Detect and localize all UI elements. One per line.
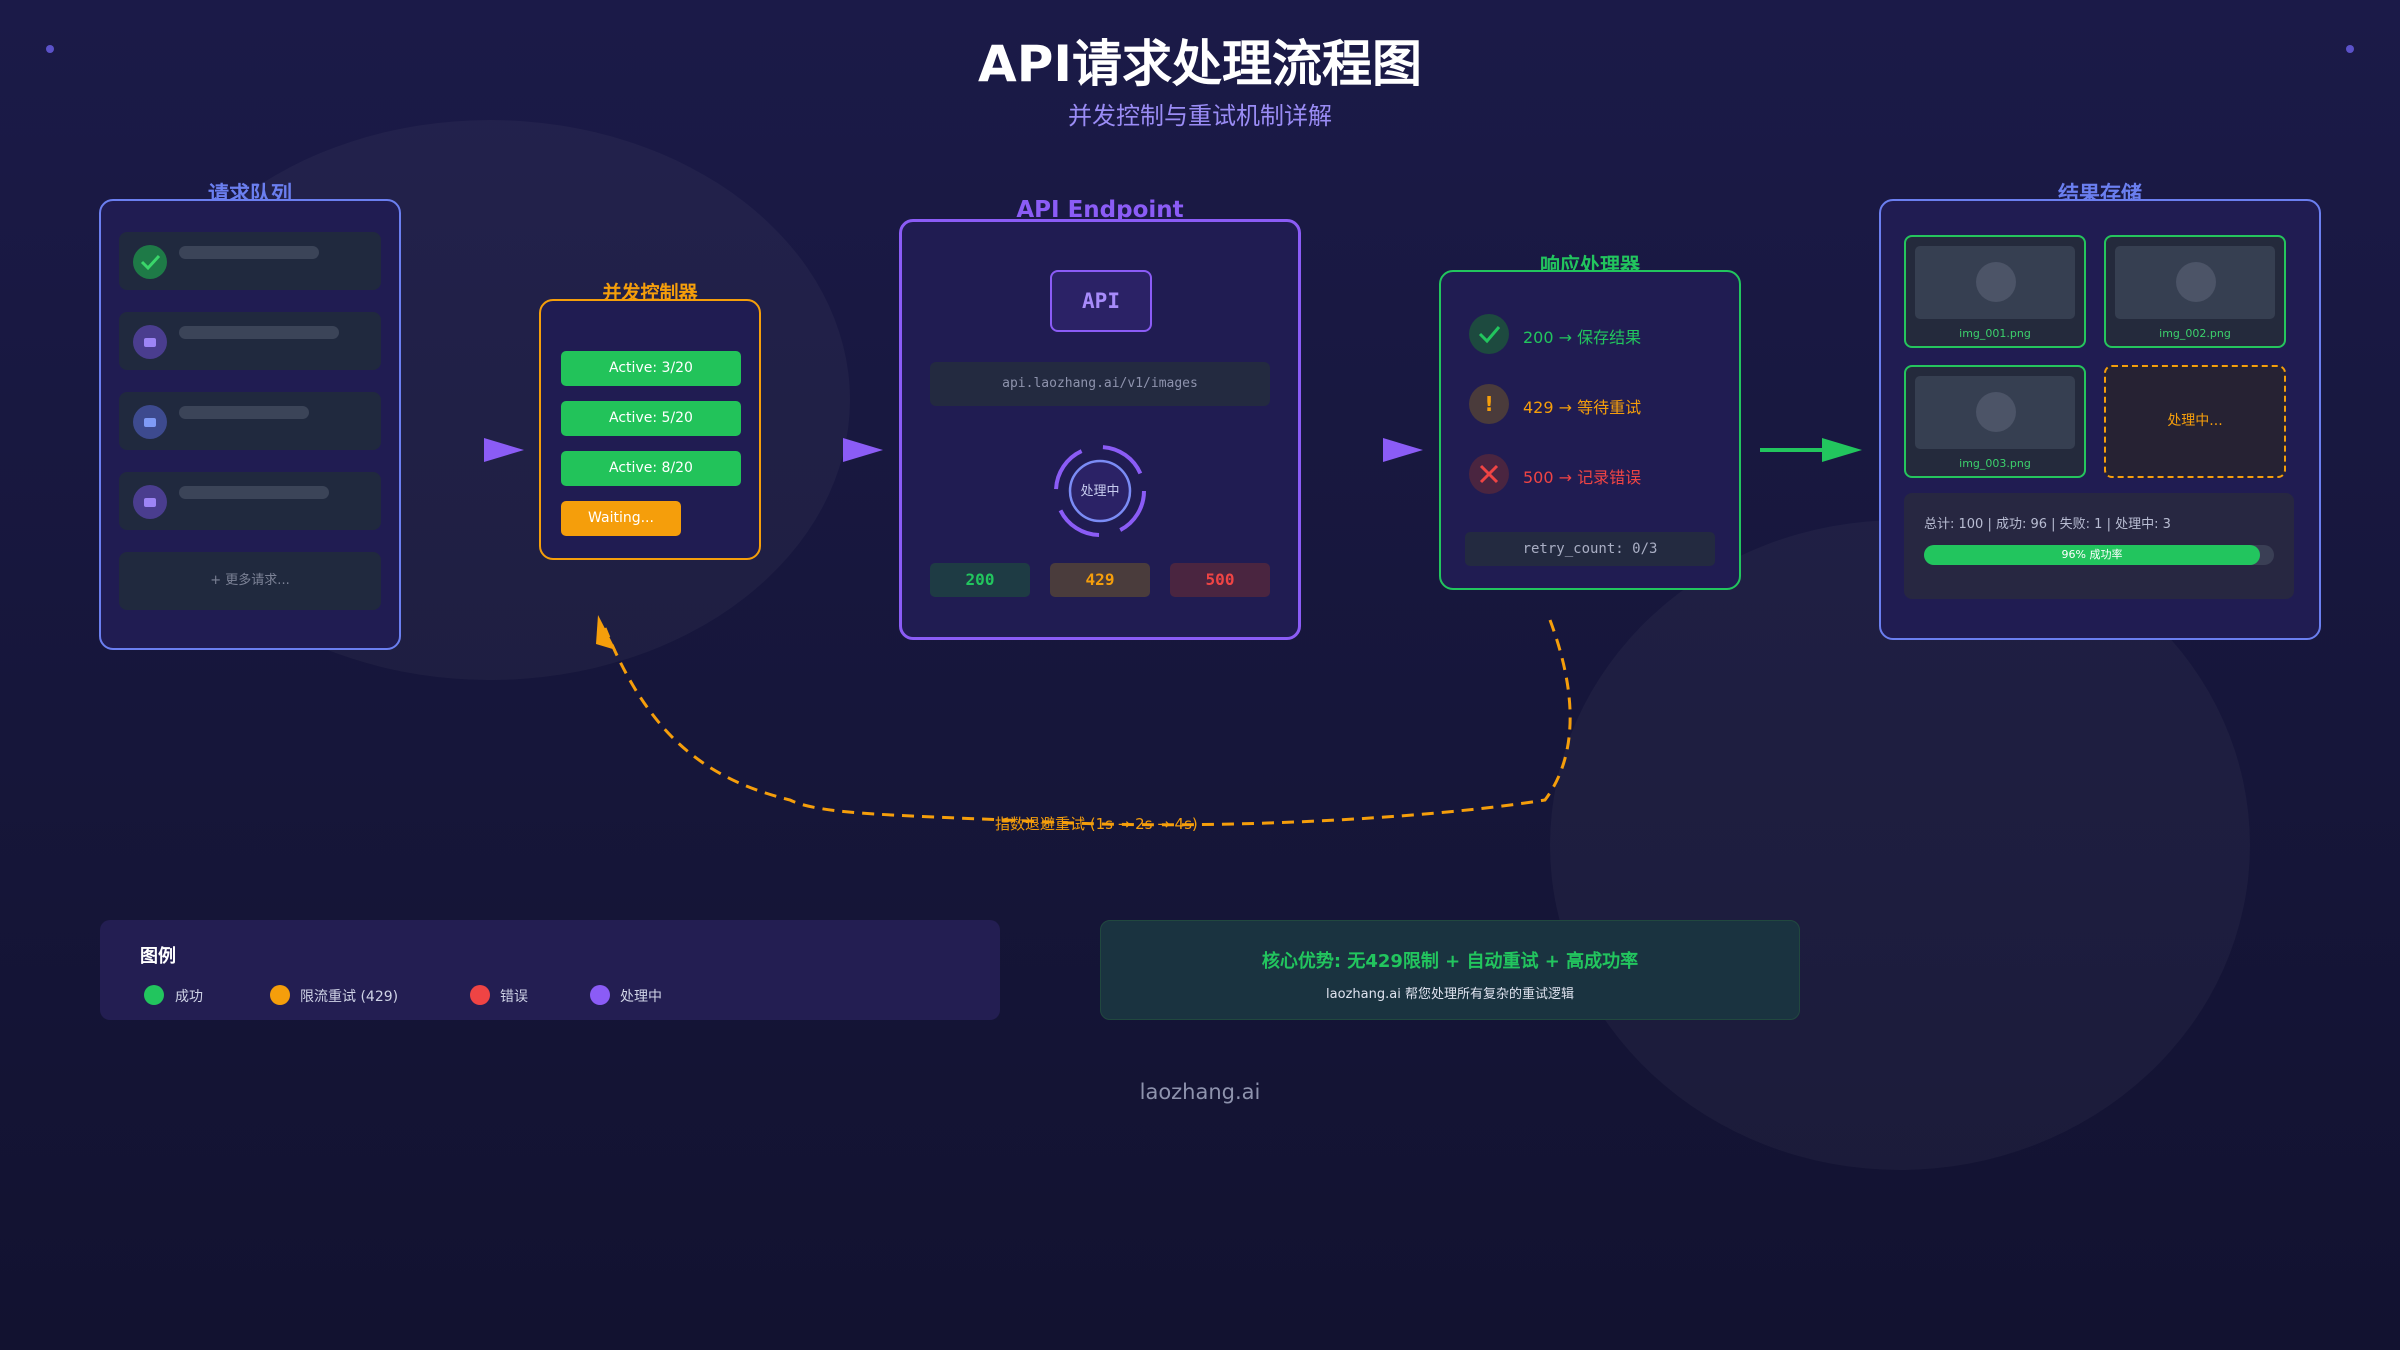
pending-label: 处理中... — [2167, 413, 2223, 429]
legend-error-dot — [470, 985, 490, 1005]
legend-success-dot — [144, 985, 164, 1005]
image-filename: img_001.png — [1959, 327, 2031, 340]
concurrency-title: 并发控制器 — [602, 282, 698, 304]
advantage-panel: 核心优势: 无429限制 + 自动重试 + 高成功率 laozhang.ai 帮… — [1100, 920, 1800, 1020]
queue-item-placeholder — [179, 246, 319, 259]
page-title: API请求处理流程图 — [978, 35, 1422, 93]
queue-item-placeholder — [179, 326, 339, 339]
retry-counter: retry_count: 0/3 — [1465, 532, 1715, 566]
result-storage-panel: img_001.png img_002.png img_003.png 处理中.… — [1879, 199, 2321, 640]
check-icon — [1469, 314, 1509, 354]
pending-request-icon — [133, 325, 167, 359]
api-badge: API — [1050, 270, 1152, 332]
success-rate-label: 96% 成功率 — [2061, 548, 2123, 561]
response-row-label: 200 → 保存结果 — [1523, 328, 1642, 347]
warning-icon: ! — [1469, 384, 1509, 424]
response-row-success: 200 → 保存结果 — [1469, 314, 1719, 358]
queue-more-label: + 更多请求... — [210, 573, 290, 588]
request-queue-panel: + 更多请求... — [99, 199, 401, 650]
arrow-queue-to-controller — [484, 438, 524, 462]
image-placeholder — [1915, 376, 2075, 449]
retry-path-arrowhead — [596, 615, 616, 650]
image-thumbnail: img_001.png — [1904, 235, 2086, 348]
success-rate-track: 96% 成功率 — [1924, 545, 2274, 565]
status-429-badge: 429 — [1050, 563, 1150, 597]
queue-item — [119, 312, 381, 370]
queue-item — [119, 472, 381, 530]
processing-spinner-icon — [1054, 445, 1146, 537]
legend-label: 限流重试 (429) — [300, 989, 399, 1005]
legend-processing-dot — [590, 985, 610, 1005]
success-rate-fill — [1924, 545, 2260, 565]
status-200-badge: 200 — [930, 563, 1030, 597]
corner-dot-right — [2346, 45, 2354, 53]
retry-path-label: 指数退避重试 (1s → 2s → 4s) — [995, 815, 1198, 833]
image-placeholder — [2115, 246, 2275, 319]
queue-more-item: + 更多请求... — [119, 552, 381, 610]
storage-summary-text: 总计: 100 | 成功: 96 | 失败: 1 | 处理中: 3 — [1924, 517, 2171, 532]
queue-item-placeholder — [179, 486, 329, 499]
page-subtitle: 并发控制与重试机制详解 — [1068, 102, 1332, 130]
pending-request-icon — [133, 485, 167, 519]
legend-label: 错误 — [500, 989, 528, 1005]
concurrency-slot: Active: 3/20 — [561, 351, 741, 386]
response-row-label: 500 → 记录错误 — [1523, 468, 1642, 487]
legend-panel: 图例 成功 限流重试 (429) 错误 处理中 — [100, 920, 1000, 1020]
check-icon — [133, 245, 167, 279]
arrow-endpoint-to-response — [1383, 438, 1423, 462]
legend-title: 图例 — [140, 946, 176, 967]
pending-request-icon — [133, 405, 167, 439]
image-placeholder-icon — [1976, 262, 2016, 302]
response-handler-panel: 200 → 保存结果 ! 429 → 等待重试 500 → 记录错误 retry… — [1439, 270, 1741, 590]
response-row-label: 429 → 等待重试 — [1523, 398, 1642, 417]
queue-item — [119, 392, 381, 450]
image-placeholder — [1915, 246, 2075, 319]
corner-dot-left — [46, 45, 54, 53]
legend-label: 处理中 — [620, 989, 662, 1005]
retry-path-line — [603, 619, 1572, 827]
endpoint-url: api.laozhang.ai/v1/images — [930, 362, 1270, 406]
api-endpoint-panel: API api.laozhang.ai/v1/images 处理中 200 42… — [899, 219, 1301, 640]
concurrency-slot: Active: 8/20 — [561, 451, 741, 486]
image-thumbnail: img_003.png — [1904, 365, 2086, 478]
arrow-response-to-storage-head — [1822, 438, 1862, 462]
concurrency-controller-panel: Active: 3/20 Active: 5/20 Active: 8/20 W… — [539, 299, 761, 560]
pending-thumbnail: 处理中... — [2104, 365, 2286, 478]
image-filename: img_003.png — [1959, 457, 2031, 470]
footer-brand: laozhang.ai — [1139, 1080, 1261, 1104]
status-500-badge: 500 — [1170, 563, 1270, 597]
advantage-description: laozhang.ai 帮您处理所有复杂的重试逻辑 — [1326, 987, 1574, 1002]
endpoint-title: API Endpoint — [1016, 197, 1184, 223]
response-row-retry: ! 429 → 等待重试 — [1469, 384, 1719, 428]
response-row-error: 500 → 记录错误 — [1469, 454, 1719, 498]
advantage-headline: 核心优势: 无429限制 + 自动重试 + 高成功率 — [1261, 951, 1639, 972]
image-filename: img_002.png — [2159, 327, 2231, 340]
legend-retry-dot — [270, 985, 290, 1005]
queue-item-placeholder — [179, 406, 309, 419]
concurrency-slot: Active: 5/20 — [561, 401, 741, 436]
waiting-slot: Waiting... — [561, 501, 681, 536]
image-placeholder-icon — [1976, 392, 2016, 432]
error-x-icon — [1469, 454, 1509, 494]
queue-item — [119, 232, 381, 290]
spinner-label: 处理中 — [1080, 484, 1120, 499]
legend-label: 成功 — [175, 989, 203, 1005]
arrow-controller-to-endpoint — [843, 438, 883, 462]
image-placeholder-icon — [2176, 262, 2216, 302]
image-thumbnail: img_002.png — [2104, 235, 2286, 348]
storage-summary-card: 总计: 100 | 成功: 96 | 失败: 1 | 处理中: 3 96% 成功… — [1904, 493, 2294, 599]
